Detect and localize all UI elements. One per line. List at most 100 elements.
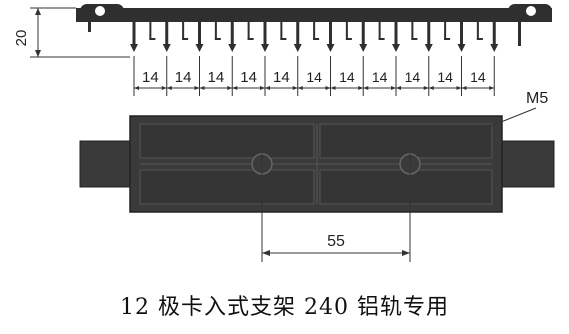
pitch-arrow bbox=[428, 86, 434, 90]
pocket-top-left bbox=[139, 123, 315, 159]
pitch-dim-label: 14 bbox=[470, 69, 486, 85]
busbar-body bbox=[76, 8, 552, 22]
busbar-hook bbox=[444, 22, 447, 40]
pitch-arrow bbox=[396, 86, 401, 90]
flange-left bbox=[79, 140, 131, 188]
height-dim-label: 20 bbox=[13, 30, 30, 47]
pocket-bottom-right bbox=[319, 169, 493, 205]
plan-view: M5 55 bbox=[79, 90, 555, 262]
pitch-arrow bbox=[194, 86, 200, 90]
height-arrow-top bbox=[35, 8, 41, 15]
pitch-dim-label: 14 bbox=[273, 69, 290, 86]
busbar-hook bbox=[247, 22, 250, 40]
pocket-top-right bbox=[319, 123, 493, 159]
m5-leader-line bbox=[415, 107, 537, 157]
height-arrow-bottom bbox=[35, 50, 41, 57]
busbar-tooth-tip bbox=[261, 44, 269, 52]
busbar-tooth-tip bbox=[130, 44, 138, 52]
busbar-tooth-tip bbox=[392, 44, 400, 52]
pitch-arrow bbox=[265, 86, 270, 90]
busbar-tooth bbox=[198, 22, 201, 48]
busbar-tooth bbox=[165, 22, 169, 48]
busbar-tooth bbox=[460, 22, 463, 48]
pitch-arrow bbox=[260, 86, 265, 90]
busbar-tooth-tip bbox=[457, 44, 466, 52]
busbar-hook-end bbox=[214, 38, 221, 40]
busbar-tooth bbox=[492, 22, 496, 48]
busbar-hook bbox=[214, 22, 217, 40]
pitch-dim-label: 14 bbox=[208, 69, 225, 86]
pitch-arrow bbox=[423, 86, 429, 90]
busbar-end-stub bbox=[88, 22, 91, 32]
busbar-tooth-tip bbox=[359, 44, 368, 52]
flange-right bbox=[499, 140, 555, 188]
busbar-hook-end bbox=[313, 38, 320, 40]
pitch-dim-label: 14 bbox=[142, 69, 159, 86]
busbar-tooth-tip bbox=[326, 44, 335, 52]
busbar-hook-end bbox=[476, 38, 483, 40]
pitch-arrow bbox=[232, 86, 238, 90]
pitch-arrow bbox=[166, 86, 172, 90]
pitch-arrow bbox=[325, 86, 331, 90]
pitch-arrow bbox=[297, 86, 303, 90]
spacing-dim-label: 55 bbox=[327, 233, 345, 250]
busbar-hook bbox=[476, 22, 479, 40]
busbar-hook bbox=[378, 22, 381, 40]
pitch-arrow bbox=[363, 86, 369, 90]
pitch-dim-label: 14 bbox=[339, 69, 355, 85]
busbar-hook-end bbox=[411, 38, 418, 40]
busbar-hook-end bbox=[280, 38, 287, 40]
pitch-arrow bbox=[461, 86, 467, 90]
pitch-dim-label: 14 bbox=[372, 69, 388, 85]
pitch-arrow bbox=[489, 86, 495, 90]
spacing-arrow-right bbox=[402, 250, 410, 256]
pitch-arrow bbox=[227, 86, 233, 90]
busbar-tooth-tip bbox=[228, 44, 237, 52]
end-clip-right-hole bbox=[526, 6, 536, 16]
busbar-tooth-tip bbox=[490, 44, 499, 52]
pitch-arrow bbox=[161, 86, 167, 90]
busbar-hook-end bbox=[149, 38, 156, 40]
pitch-arrow bbox=[456, 86, 462, 90]
busbar-hook-end bbox=[182, 38, 189, 40]
pitch-arrow bbox=[358, 86, 364, 90]
pitch-dim-label: 14 bbox=[306, 69, 322, 85]
busbar-tooth-tip bbox=[162, 44, 171, 52]
busbar-hook bbox=[182, 22, 185, 40]
end-clip-left-hole bbox=[95, 6, 105, 16]
busbar-hook bbox=[313, 22, 316, 40]
busbar-hook bbox=[149, 22, 152, 40]
busbar-tooth bbox=[427, 22, 431, 48]
busbar-hook-end bbox=[378, 38, 385, 40]
busbar-hook-end bbox=[345, 38, 352, 40]
busbar-hook-end bbox=[247, 38, 254, 40]
caption: 12 极卡入式支架 240 铝轨专用 bbox=[120, 295, 449, 320]
busbar-hook-end bbox=[444, 38, 451, 40]
busbar-end-stub bbox=[518, 22, 521, 46]
busbar-hook bbox=[280, 22, 283, 40]
busbar-tooth bbox=[263, 22, 267, 48]
pitch-arrow bbox=[391, 86, 396, 90]
busbar-tooth bbox=[230, 22, 234, 48]
pitch-arrow bbox=[292, 86, 298, 90]
busbar-tooth bbox=[394, 22, 398, 48]
pitch-dim-label: 14 bbox=[175, 69, 192, 86]
busbar-tooth-tip bbox=[195, 44, 204, 52]
busbar-tooth bbox=[296, 22, 300, 48]
busbar-tooth-tip bbox=[424, 44, 433, 52]
thread-label: M5 bbox=[526, 90, 548, 107]
busbar-tooth-tip bbox=[293, 44, 302, 52]
pitch-dim-label: 14 bbox=[437, 69, 453, 85]
busbar-hook bbox=[345, 22, 348, 40]
busbar-tooth bbox=[361, 22, 365, 48]
busbar-tooth bbox=[132, 22, 136, 48]
pitch-dim-label: 14 bbox=[240, 69, 257, 86]
pitch-arrow bbox=[199, 86, 205, 90]
pocket-bottom-left bbox=[139, 169, 315, 205]
pitch-arrow bbox=[330, 86, 336, 90]
spacing-arrow-left bbox=[262, 250, 270, 256]
